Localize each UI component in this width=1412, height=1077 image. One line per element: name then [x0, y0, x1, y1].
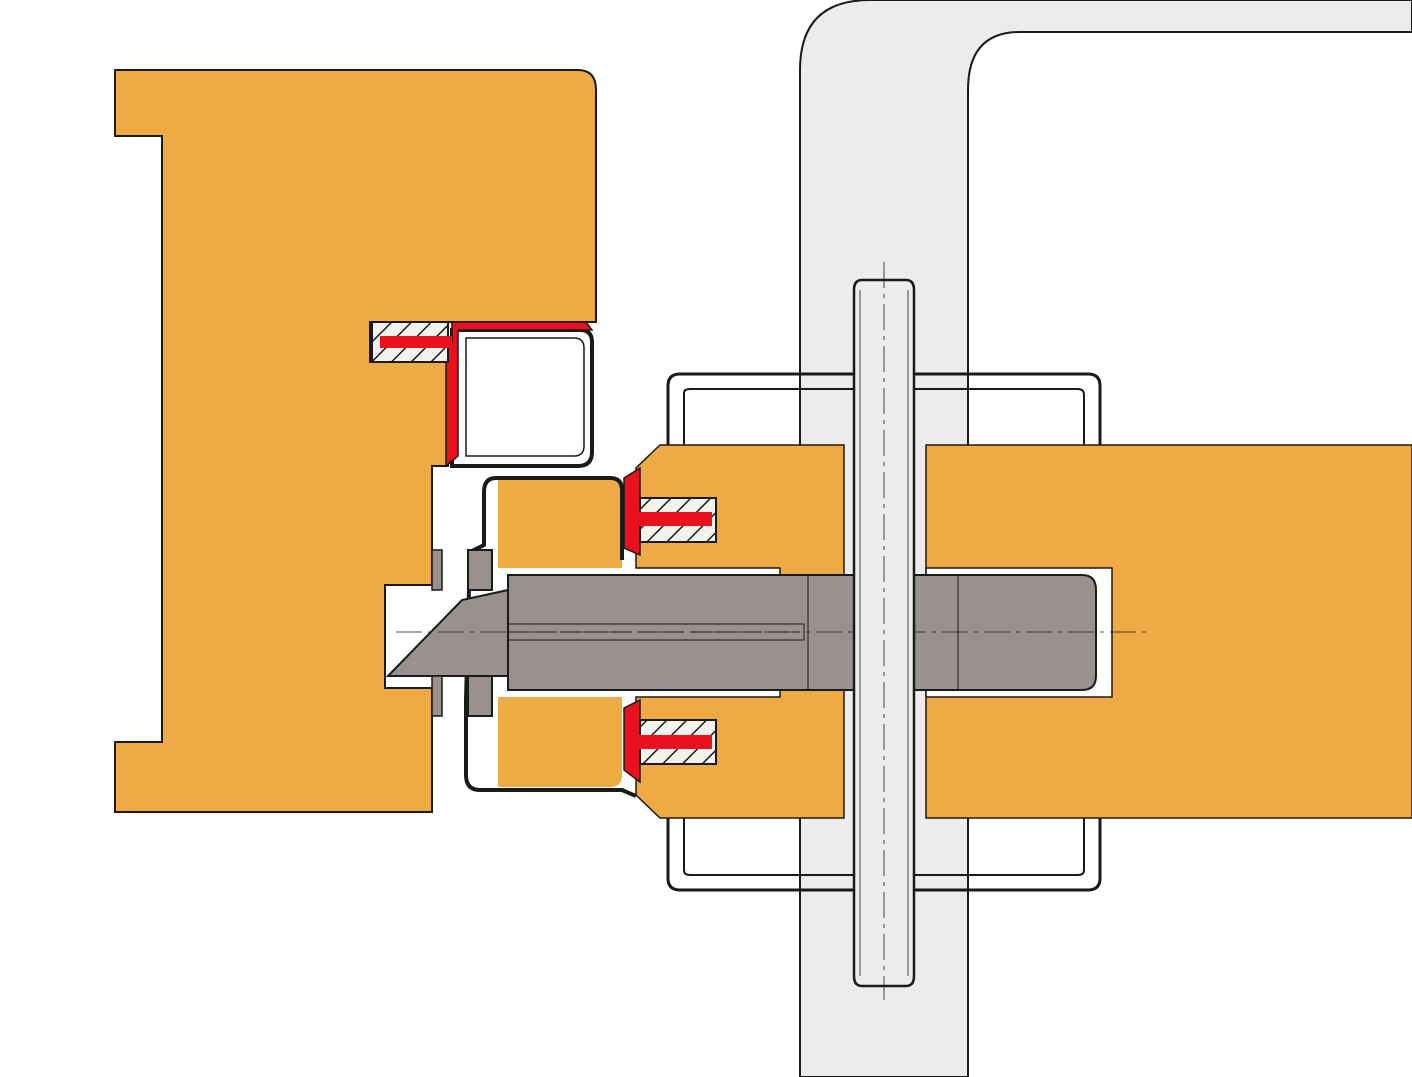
red-seal-upper-core	[628, 512, 712, 526]
latch-slot-outline	[507, 623, 805, 641]
latch-washer-top	[467, 549, 493, 591]
latch-bolt-head	[385, 588, 509, 677]
left-wood-block	[114, 69, 597, 813]
hollow-profile-inner	[465, 337, 585, 457]
latch-bolt	[507, 574, 1097, 691]
center-profile-outline	[464, 476, 637, 798]
latch-washer-bottom	[467, 675, 493, 717]
red-seal-lower-core	[628, 735, 712, 749]
center-wood-block-upper	[498, 478, 622, 568]
latch-plate-top	[431, 549, 443, 591]
latch-plate-bottom	[431, 675, 443, 717]
center-wood-block-lower	[498, 697, 622, 787]
red-seal-top-core	[380, 336, 452, 348]
